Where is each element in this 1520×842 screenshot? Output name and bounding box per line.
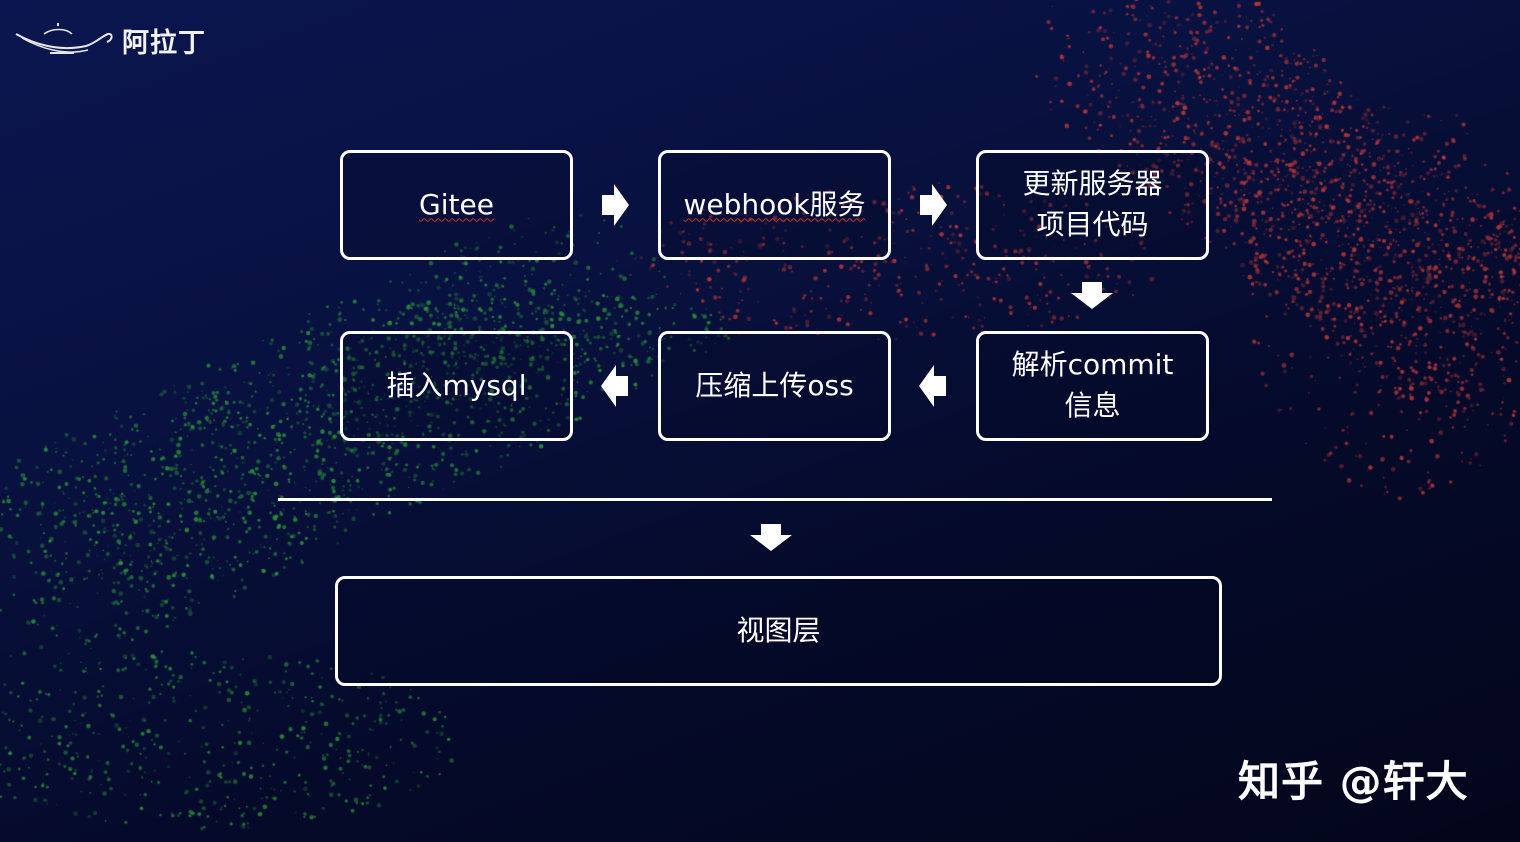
section-divider <box>278 498 1272 501</box>
arrow-right-icon <box>920 184 947 226</box>
node-update-code-label: 更新服务器 项目代码 <box>1022 167 1163 241</box>
zhihu-watermark: 知乎 @轩大 <box>1238 757 1469 806</box>
arrow-left-icon <box>919 365 946 407</box>
node-parse-commit-label: 解析commit 信息 <box>1011 348 1174 422</box>
node-gitee: Gitee <box>340 150 573 260</box>
node-parse-commit: 解析commit 信息 <box>976 331 1209 441</box>
arrow-left-icon <box>601 365 628 407</box>
lamp-logo-icon <box>15 23 113 54</box>
node-webhook-label: webhook服务 <box>683 187 866 221</box>
logo-text: 阿拉丁 <box>122 27 206 59</box>
arrow-down-icon <box>750 524 792 551</box>
node-compress-upload-label: 压缩上传oss <box>695 368 854 402</box>
node-compress-upload: 压缩上传oss <box>658 331 891 441</box>
node-view-layer-label: 视图层 <box>736 613 821 647</box>
brand-logo: 阿拉丁 <box>14 18 206 62</box>
node-insert-mysql-label: 插入mysql <box>386 368 527 402</box>
node-insert-mysql: 插入mysql <box>340 331 573 441</box>
node-update-code: 更新服务器 项目代码 <box>976 150 1209 260</box>
node-view-layer: 视图层 <box>335 576 1222 686</box>
arrow-right-icon <box>602 184 629 226</box>
node-gitee-label: Gitee <box>419 187 494 221</box>
node-webhook: webhook服务 <box>658 150 891 260</box>
arrow-down-icon <box>1071 282 1113 309</box>
